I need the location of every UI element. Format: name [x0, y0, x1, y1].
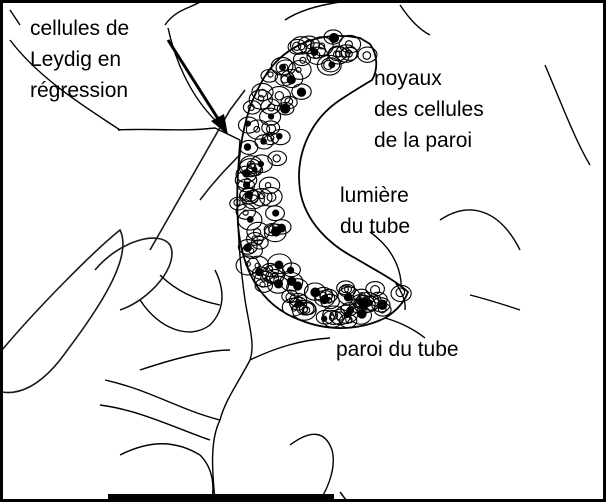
- label-noyaux-line3: de la paroi: [374, 129, 472, 152]
- cell-nucleus: [297, 88, 305, 96]
- cell-nucleus: [244, 244, 251, 251]
- paroi-pointer-line: [385, 318, 425, 338]
- label-leydig-line3: régression: [30, 79, 128, 102]
- cell-nucleus: [274, 280, 282, 288]
- label-lumiere-line1: lumière: [340, 184, 409, 207]
- cell-nucleus: [277, 134, 282, 139]
- watermark: [2, 90, 258, 393]
- label-paroi-du-tube: paroi du tube: [336, 338, 459, 361]
- label-leydig-line2: Leydig en: [30, 48, 121, 71]
- cell-nucleus: [278, 224, 286, 232]
- label-leydig-line1: cellules de: [30, 17, 129, 40]
- cell-nucleus: [330, 34, 339, 43]
- cell-nucleus: [294, 282, 302, 290]
- cell-nucleus: [320, 295, 328, 303]
- cell-nucleus: [261, 139, 267, 145]
- cell-nucleus: [252, 167, 257, 172]
- leydig-arrow: [168, 40, 228, 135]
- label-noyaux-line2: des cellules: [374, 98, 484, 121]
- cell-nucleus: [295, 301, 302, 308]
- cell-nucleus: [247, 217, 253, 223]
- cell-nucleus: [244, 144, 250, 150]
- scale-bar: [108, 492, 346, 502]
- cell-nucleus: [273, 210, 279, 216]
- cell-nucleus: [357, 299, 362, 304]
- label-noyaux-line1: noyaux: [374, 67, 442, 90]
- cell-nucleus: [311, 49, 318, 56]
- label-lumiere-line2: du tube: [340, 215, 410, 238]
